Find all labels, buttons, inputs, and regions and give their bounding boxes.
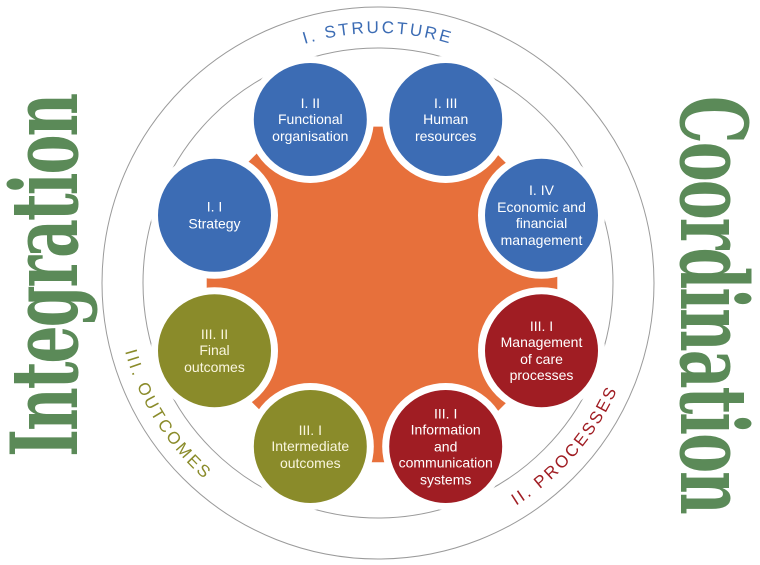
node-line: financial <box>515 215 568 232</box>
node-line: Economic and <box>497 198 586 215</box>
node-line: I. I <box>206 198 223 215</box>
side-label-integration: Integration <box>0 94 101 457</box>
arc-label-structure: I. STRUCTURE <box>300 18 455 48</box>
node-circle-information-communication-systems <box>384 385 508 508</box>
node-line: III. I <box>529 317 554 334</box>
node-line: resources <box>414 127 477 144</box>
node-line: Human <box>423 111 469 128</box>
node-circle-strategy <box>153 153 276 277</box>
node-line: systems <box>420 471 472 488</box>
node-line: and <box>434 438 458 455</box>
node-circle-management-of-care-processes <box>480 289 603 413</box>
node-line: communication <box>398 454 493 471</box>
node-label-human-resources: I. III Human resources <box>380 95 512 145</box>
node-circle-functional-organisation <box>248 58 372 181</box>
node-line: Intermediate <box>271 438 350 455</box>
node-label-management-of-care-processes: III. I Management of care processes <box>476 318 608 384</box>
node-line: Information <box>410 421 481 438</box>
node-line: organisation <box>272 127 349 144</box>
node-line: I. IV <box>529 182 554 199</box>
node-label-strategy: I. I Strategy <box>149 199 281 232</box>
node-line: I. II <box>300 94 321 111</box>
node-line: Final <box>199 342 230 359</box>
node-label-intermediate-outcomes: III. I Intermediate outcomes <box>244 422 376 472</box>
node-line: of care <box>520 350 563 367</box>
node-line: III. II <box>200 325 229 342</box>
central-burst-shape <box>206 126 558 463</box>
node-line: I. III <box>434 94 458 111</box>
node-label-economic-financial-management: I. IV Economic and financial management <box>476 182 608 248</box>
arc-label-structure-text: I. STRUCTURE <box>300 18 453 48</box>
node-line: III. I <box>434 405 458 422</box>
node-line: III. I <box>298 421 322 438</box>
node-circle-economic-financial-management <box>480 153 603 277</box>
node-line: outcomes <box>184 358 245 375</box>
node-line: Management <box>500 334 583 351</box>
node-circle-human-resources <box>384 58 508 181</box>
node-circle-intermediate-outcomes <box>248 385 372 508</box>
node-label-functional-organisation: I. II Functional organisation <box>244 95 376 145</box>
node-circle-final-outcomes <box>153 289 276 413</box>
node-line: Functional <box>278 111 343 128</box>
node-line: processes <box>509 367 574 384</box>
node-line: Strategy <box>188 215 241 232</box>
node-line: management <box>500 231 583 248</box>
node-line: outcomes <box>279 454 341 471</box>
outer-ring <box>101 6 655 560</box>
node-label-final-outcomes: III. II Final outcomes <box>149 326 281 376</box>
inner-ring <box>142 47 614 519</box>
side-label-coordination: Coordination <box>657 96 760 513</box>
node-label-information-communication-systems: III. I Information and communication sys… <box>380 405 512 488</box>
